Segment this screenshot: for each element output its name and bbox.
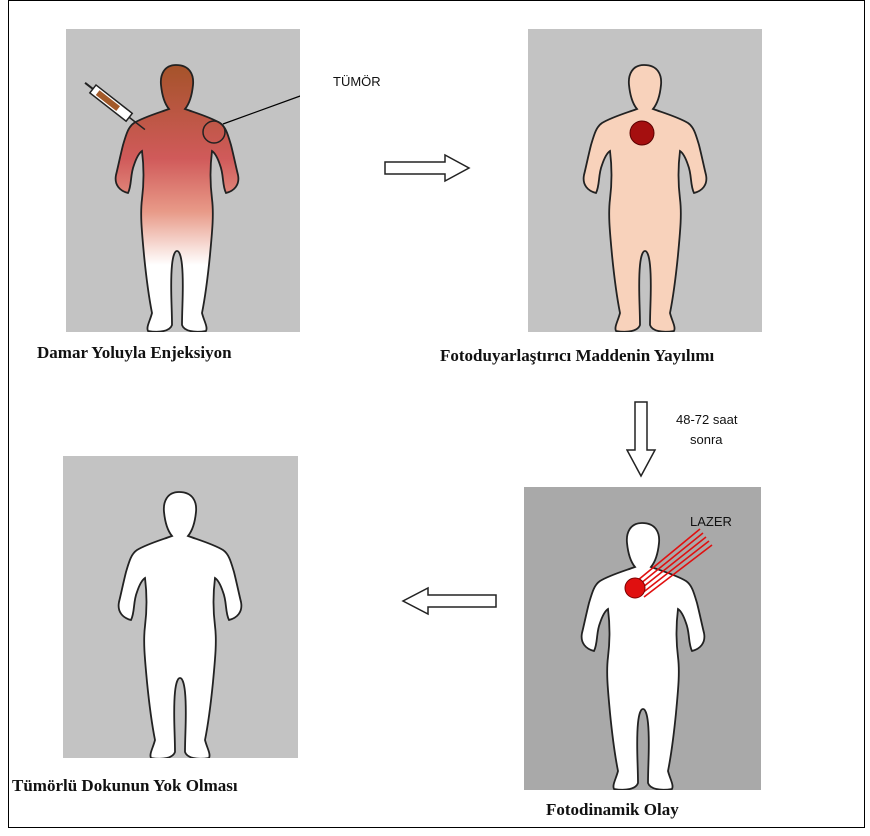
tumor-label: TÜMÖR bbox=[333, 74, 381, 89]
injection-figure bbox=[66, 29, 300, 332]
panel-photodynamic bbox=[524, 487, 761, 790]
tumor-mark bbox=[625, 578, 645, 598]
panel-tumor-destroyed bbox=[63, 456, 298, 758]
arrow-right-icon bbox=[383, 153, 473, 183]
tumor-destroyed-figure bbox=[63, 456, 298, 758]
panel-distribution bbox=[528, 29, 762, 332]
arrow-left-icon bbox=[400, 586, 500, 616]
distribution-figure bbox=[528, 29, 762, 332]
panel-injection bbox=[66, 29, 300, 332]
tumor-mark bbox=[630, 121, 654, 145]
time-label-line2: sonra bbox=[690, 432, 723, 447]
caption-injection: Damar Yoluyla Enjeksiyon bbox=[37, 343, 232, 363]
caption-photodynamic: Fotodinamik Olay bbox=[546, 800, 679, 820]
photodynamic-figure bbox=[524, 487, 761, 790]
caption-tumor-destroyed: Tümörlü Dokunun Yok Olması bbox=[12, 776, 238, 796]
arrow-down-icon bbox=[626, 400, 658, 480]
tumor-pointer-line bbox=[223, 83, 300, 124]
caption-distribution: Fotoduyarlaştırıcı Maddenin Yayılımı bbox=[440, 346, 714, 366]
human-silhouette bbox=[584, 65, 707, 332]
human-silhouette bbox=[116, 65, 239, 332]
time-label-line1: 48-72 saat bbox=[676, 412, 737, 427]
laser-label: LAZER bbox=[690, 514, 732, 529]
human-silhouette bbox=[582, 523, 705, 790]
human-silhouette bbox=[119, 492, 242, 758]
